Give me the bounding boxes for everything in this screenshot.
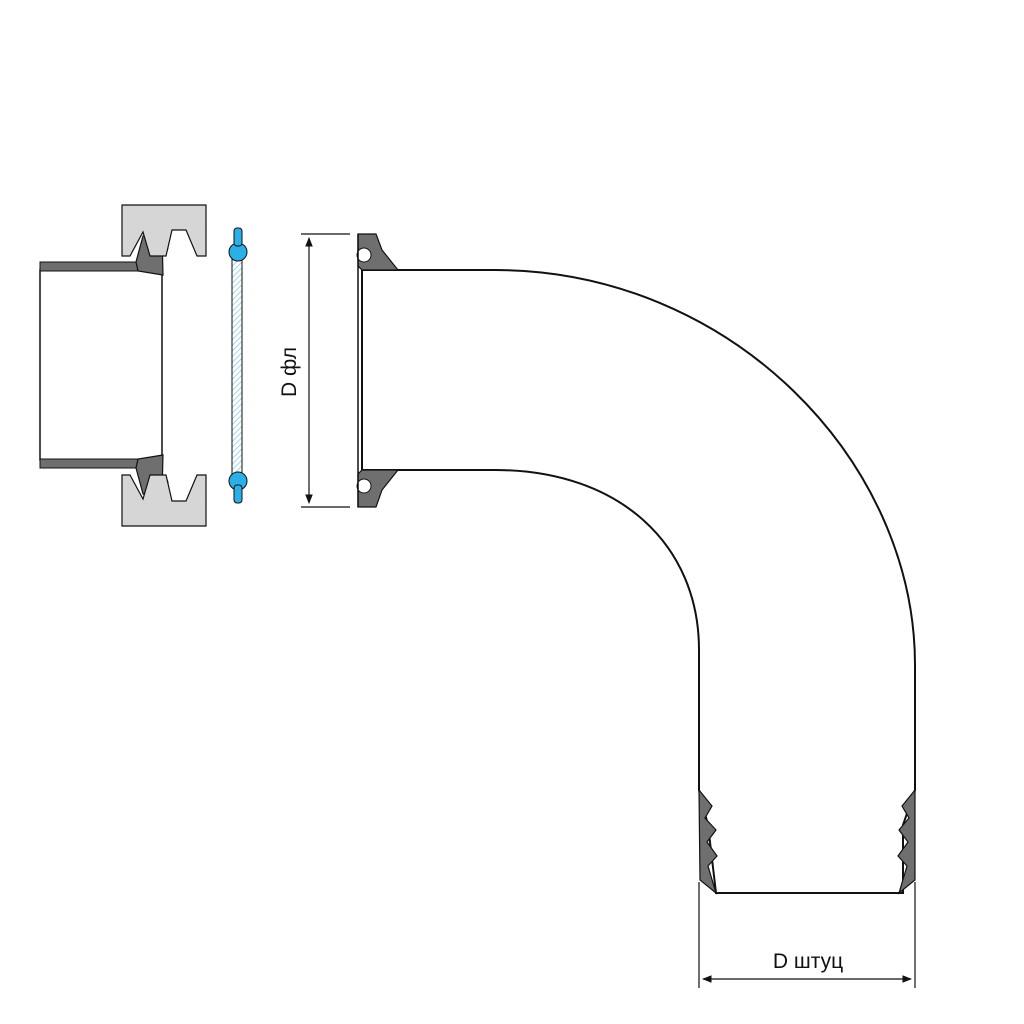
left-pipe-wall-top (39, 261, 139, 272)
flange-diameter-label: D фл (278, 347, 301, 397)
nozzle-diameter-label: D штуц (773, 950, 843, 973)
flange-diameter-dimension: D фл (278, 233, 350, 508)
left-pipe-wall-bottom (39, 458, 139, 469)
left-pipe-body (39, 269, 163, 461)
elbow-body (361, 269, 916, 894)
clamp (121, 204, 207, 527)
clamp-segment-top (121, 204, 207, 257)
left-ferrule (39, 228, 169, 502)
gasket-body (231, 247, 243, 479)
gasket (228, 227, 248, 504)
nozzle-thread-right (897, 788, 916, 895)
nozzle-thread-left (698, 788, 718, 895)
clamp-segment-bottom (121, 474, 207, 527)
elbow-pipe (356, 233, 916, 895)
nozzle-diameter-dimension: D штуц (698, 882, 916, 988)
